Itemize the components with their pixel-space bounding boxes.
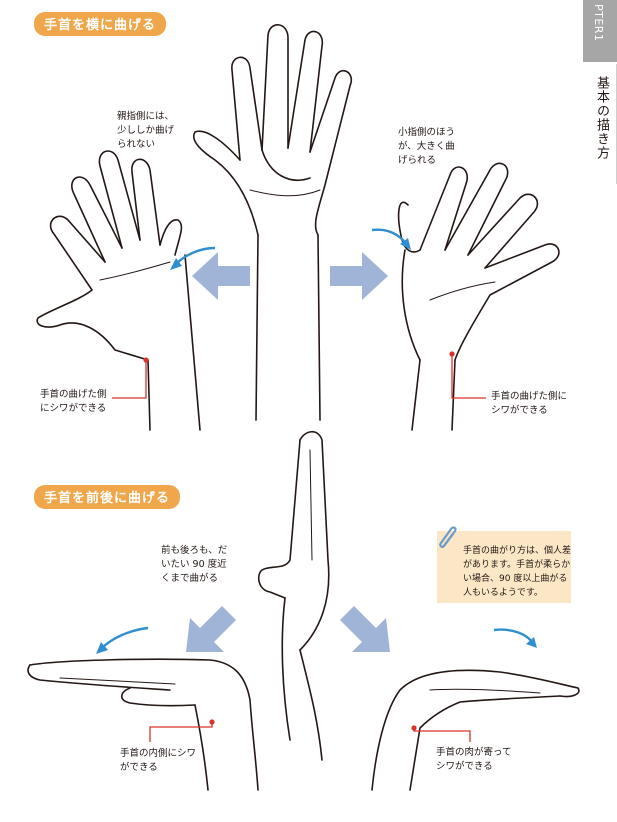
section2-title: 手首を前後に曲げる (34, 485, 181, 509)
tip-box: 手首の曲がり方は、個人差 があります。手首が柔らか い場合、90 度以上曲がる … (437, 526, 572, 603)
hand-left-tilted (36, 150, 201, 431)
section2-right-callout: 手首の肉が寄って シワができる (436, 747, 512, 772)
section2-center-note: 前も後ろも、だ いたい 90 度近 くまで曲がる (161, 545, 228, 584)
curve-arrow-bottom-right (493, 628, 533, 643)
side-title: 基本の描き方 (594, 76, 609, 160)
section1-right-callout: 手首の曲げた側に シワができる (491, 391, 568, 416)
tip-box-text: 手首の曲がり方は、個人差 があります。手首が柔らか い場合、90 度以上曲がる … (463, 546, 572, 598)
arrow-right (330, 252, 388, 300)
section2-left-callout: 手首の内側にシワ ができる (120, 748, 197, 773)
curve-arrow-bottom-left (101, 626, 149, 649)
arrow-down-left (186, 606, 236, 652)
section1-left-callout: 手首の曲げた側 にシワができる (40, 389, 107, 414)
hand-center-open (193, 24, 353, 421)
arrow-left (192, 252, 250, 300)
hand-bent-forward (27, 658, 259, 791)
chapter-tab-label: PTER1 (592, 4, 605, 42)
section1-title: 手首を横に曲げる (34, 12, 167, 36)
section1-right-note: 小指側のほう が、大きく曲 げられる (398, 127, 456, 166)
arrow-down-right (340, 606, 390, 652)
hand-bent-back (371, 669, 580, 791)
paperclip-icon (437, 525, 461, 555)
callout-dots (143, 351, 455, 731)
section1-left-note: 親指側には、 少ししか曲げ られない (117, 111, 175, 150)
chapter-tab: PTER1 (583, 0, 617, 62)
direction-arrows (186, 252, 390, 652)
hand-side-view (257, 430, 330, 761)
